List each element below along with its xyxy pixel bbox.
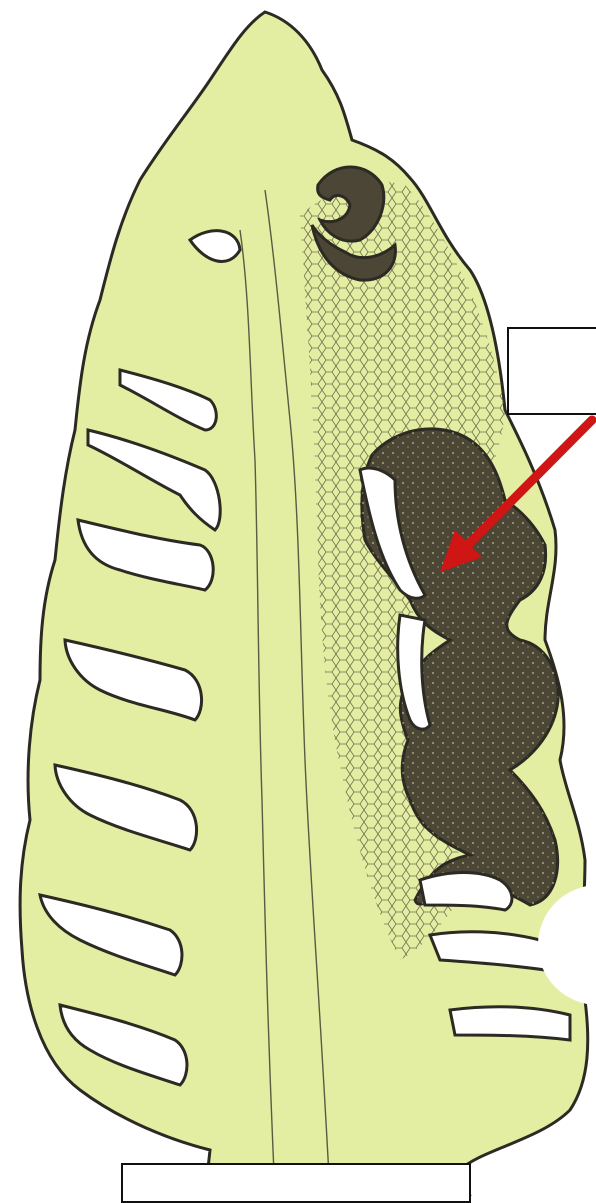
right-pinna-gap bbox=[450, 1007, 570, 1040]
label-box-bottom[interactable] bbox=[121, 1163, 471, 1203]
right-pinna-gap bbox=[420, 873, 512, 911]
label-box-top[interactable] bbox=[507, 327, 596, 415]
